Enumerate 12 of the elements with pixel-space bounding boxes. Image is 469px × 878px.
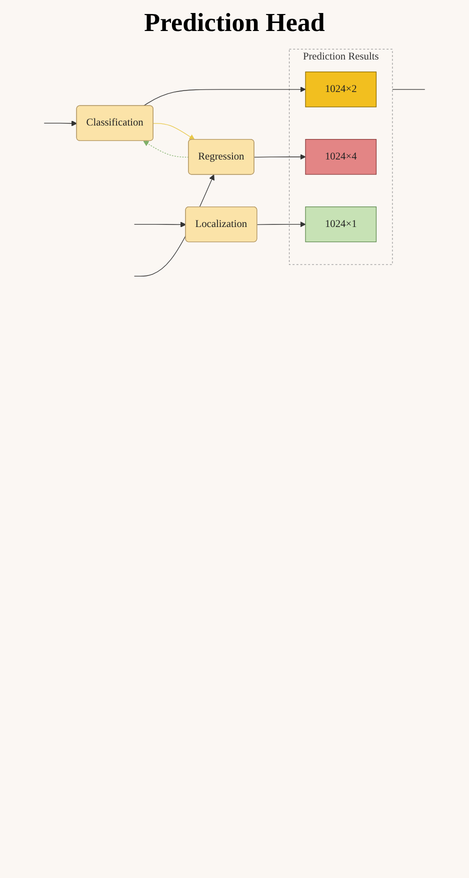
node-box: 1024×2	[305, 72, 377, 108]
node-box: 1024×1	[305, 206, 377, 242]
arrow	[134, 222, 186, 228]
arrow	[153, 123, 195, 140]
arrow	[143, 86, 306, 106]
arrow	[254, 154, 306, 160]
arrow	[256, 221, 306, 228]
diagram-title: Prediction Head	[143, 8, 326, 38]
arrow	[143, 140, 190, 158]
node-box: 1024×4	[305, 139, 377, 175]
connector	[392, 89, 426, 90]
arrow	[44, 120, 78, 126]
